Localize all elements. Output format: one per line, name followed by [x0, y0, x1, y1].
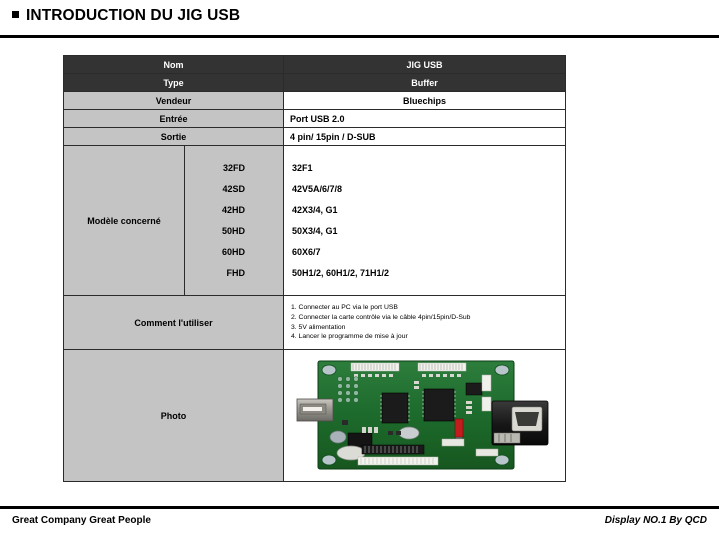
model-value: 50X3/4, G1 — [292, 225, 338, 236]
usb-jig-pcb-photo — [295, 356, 554, 475]
spec-table: Nom JIG USB Type Buffer Vendeur Bluechip… — [63, 55, 566, 482]
table-row: Type Buffer — [63, 73, 566, 92]
model-value-column: 32F1 42V5A/6/7/8 42X3/4, G1 50X3/4, G1 6… — [283, 145, 566, 296]
table-row-photo: Photo — [63, 349, 566, 482]
row-value-sortie: 4 pin/ 15pin / D-SUB — [283, 127, 566, 146]
row-value-type: Buffer — [283, 73, 566, 92]
page-title-text: INTRODUCTION DU JIG USB — [26, 7, 241, 24]
model-value: 60X6/7 — [292, 246, 321, 257]
title-divider — [0, 35, 719, 38]
footer-left-text: Great Company Great People — [12, 515, 151, 526]
table-row: Sortie 4 pin/ 15pin / D-SUB — [63, 127, 566, 146]
model-code: 60HD — [221, 246, 245, 257]
model-value: 42X3/4, G1 — [292, 204, 338, 215]
table-row-models: Modèle concerné 32FD 42SD 42HD 50HD 60HD… — [63, 145, 566, 296]
table-row: Vendeur Bluechips — [63, 91, 566, 110]
table-row: Nom JIG USB — [63, 55, 566, 74]
model-code: 42HD — [221, 204, 245, 215]
row-value-nom: JIG USB — [283, 55, 566, 74]
howto-step-list: 1. Connecter au PC via le port USB 2. Co… — [291, 303, 565, 341]
model-code-list: 32FD 42SD 42HD 50HD 60HD FHD — [185, 149, 283, 293]
footer-right-text: Display NO.1 By QCD — [604, 515, 707, 526]
table-row-howto: Comment l'utiliser 1. Connecter au PC vi… — [63, 295, 566, 350]
model-code: 50HD — [221, 225, 245, 236]
square-bullet-icon — [12, 11, 19, 19]
howto-step: 4. Lancer le programme de mise à jour — [291, 333, 408, 341]
model-code: 32FD — [222, 162, 245, 173]
row-value-entree: Port USB 2.0 — [283, 109, 566, 128]
page-title: INTRODUCTION DU JIG USB — [12, 8, 240, 24]
table-row: Entrée Port USB 2.0 — [63, 109, 566, 128]
row-label-comment-utiliser: Comment l'utiliser — [63, 295, 284, 350]
model-value: 42V5A/6/7/8 — [292, 183, 343, 194]
row-label-photo: Photo — [63, 349, 284, 482]
model-code: 42SD — [222, 183, 245, 194]
model-code-column: 32FD 42SD 42HD 50HD 60HD FHD — [184, 145, 284, 296]
row-label-modele: Modèle concerné — [63, 145, 185, 296]
footer-divider — [0, 506, 719, 509]
howto-step: 1. Connecter au PC via le port USB — [291, 304, 398, 312]
howto-steps-cell: 1. Connecter au PC via le port USB 2. Co… — [283, 295, 566, 350]
model-value-list: 32F1 42V5A/6/7/8 42X3/4, G1 50X3/4, G1 6… — [284, 149, 565, 293]
model-code: FHD — [226, 267, 246, 278]
row-label-nom: Nom — [63, 55, 284, 74]
photo-cell — [283, 349, 566, 482]
row-label-vendeur: Vendeur — [63, 91, 284, 110]
howto-step: 2. Connecter la carte contrôle via le câ… — [291, 313, 471, 321]
model-value: 32F1 — [292, 162, 313, 173]
row-label-type: Type — [63, 73, 284, 92]
model-value: 50H1/2, 60H1/2, 71H1/2 — [292, 267, 390, 278]
row-value-vendeur: Bluechips — [283, 91, 566, 110]
row-label-sortie: Sortie — [63, 127, 284, 146]
row-label-entree: Entrée — [63, 109, 284, 128]
howto-step: 3. 5V alimentation — [291, 323, 346, 331]
